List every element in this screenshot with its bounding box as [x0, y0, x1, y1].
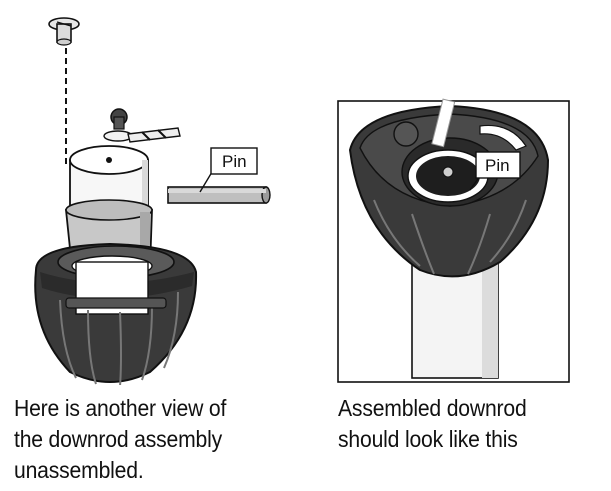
pin-callout: Pin: [199, 147, 258, 193]
ball-canopy: [348, 98, 550, 278]
left-caption-line: the downrod assembly: [14, 426, 223, 452]
pin-label: Pin: [485, 156, 510, 175]
left-caption: Here is another view of the downrod asse…: [14, 393, 308, 486]
ball-canopy: [34, 242, 198, 385]
downrod-tube: [411, 261, 499, 379]
screw-icon: [48, 17, 80, 46]
left-caption-line: Here is another view of: [14, 395, 227, 421]
pin-callout: Pin: [469, 151, 521, 191]
left-caption-line: unassembled.: [14, 457, 144, 483]
right-caption: Assembled downrod should look like this: [338, 393, 605, 455]
right-caption-line: Assembled downrod: [338, 395, 527, 421]
right-caption-line: should look like this: [338, 426, 518, 452]
clip-icon: [103, 108, 181, 143]
pin-label: Pin: [222, 152, 247, 171]
assembled-downrod-illustration: Pin: [337, 98, 570, 383]
exploded-downrod-illustration: Pin: [34, 17, 271, 385]
pin: [167, 186, 271, 204]
